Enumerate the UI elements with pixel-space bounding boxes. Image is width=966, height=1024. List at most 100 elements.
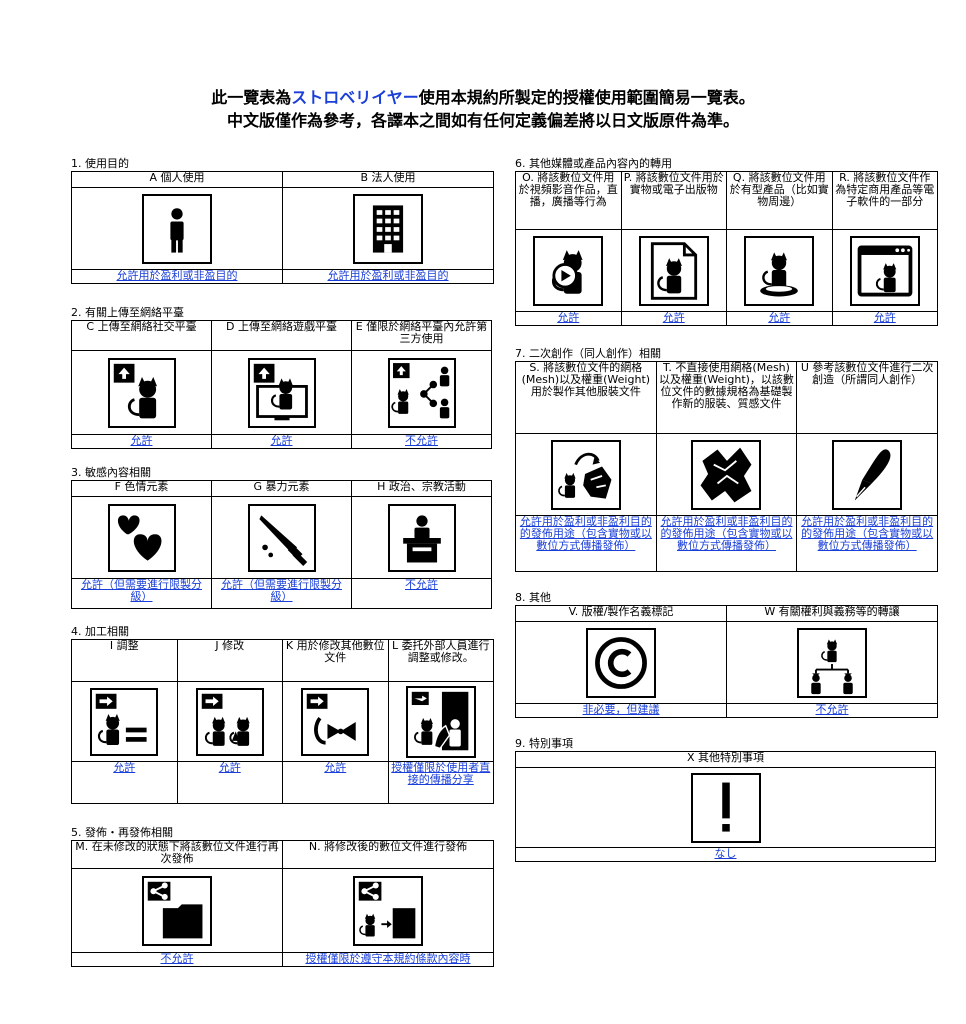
- section-label: 9. 特別事項: [515, 737, 573, 750]
- col-title-w: W 有關權利與義務等的轉讓: [726, 605, 938, 622]
- col-title-v: V. 版權/製作名義標記: [515, 605, 727, 622]
- result-x: なし: [515, 847, 936, 862]
- col-title-e: E 僅限於網絡平臺內允許第三方使用: [351, 320, 492, 351]
- processing-table: I 調整 J 修改 K 用於修改其他數位文件 L 委托外部人員進行調整或修改。: [71, 639, 494, 804]
- adjust-icon: [90, 687, 159, 756]
- section-other: 8. 其他 V. 版權/製作名義標記 W 有關權利與義務等的轉讓 非必要，但建議…: [515, 591, 938, 718]
- distribute-modified-icon: [353, 875, 423, 946]
- col-title-l: L 委托外部人員進行調整或修改。: [387, 639, 494, 682]
- result-h: 不允許: [351, 578, 492, 609]
- result-c: 允許: [71, 434, 212, 449]
- modify-icon: [195, 687, 264, 756]
- merchandise-icon: [744, 235, 815, 306]
- transfer-icon: [797, 627, 867, 698]
- title-text-b: 使用本規約所製定的授權使用範圍簡易一覽表。: [418, 88, 755, 107]
- usage-purpose-table: A 個人使用 B 法人使用 允許用於盈利或非盈目的 允許用於盈利或非盈目的: [71, 171, 494, 284]
- distribution-table: M. 在未修改的狀態下將該數位文件進行再次發佈 N. 將修改後的數位文件進行發佈…: [71, 840, 494, 967]
- col-title-q: Q. 將該數位文件用於有型產品（比如實物周邊）: [726, 171, 833, 230]
- result-g: 允許（但需要進行限製分級）: [211, 578, 352, 609]
- result-k: 允許: [282, 761, 389, 804]
- result-a: 允許用於盈利或非盈目的: [71, 269, 283, 284]
- section-upload-platform: 2. 有關上傳至網絡平臺 C 上傳至網絡社交平臺 D 上傳至網絡遊戲平臺 E 僅…: [71, 306, 492, 449]
- podium-icon: [387, 503, 456, 572]
- section-label: 3. 敏感內容相關: [71, 466, 151, 479]
- section-processing: 4. 加工相關 I 調整 J 修改 K 用於修改其他數位文件 L 委托外部人員進…: [71, 625, 494, 804]
- section-label: 4. 加工相關: [71, 625, 129, 638]
- section-label: 8. 其他: [515, 591, 551, 604]
- result-p: 允許: [620, 311, 727, 326]
- building-icon: [353, 193, 423, 264]
- col-title-o: O. 將該數位文件用於視頻影音作品，直播，廣播等行為: [515, 171, 622, 230]
- redistribute-icon: [142, 875, 212, 946]
- result-t: 允許用於盈利或非盈利目的的發佈用途（包含實物或以數位方式傳播發佈）: [655, 515, 798, 572]
- col-title-f: F 色情元素: [71, 480, 212, 497]
- col-title-c: C 上傳至網絡社交平臺: [71, 320, 212, 351]
- upload-platform-table: C 上傳至網絡社交平臺 D 上傳至網絡遊戲平臺 E 僅限於網絡平臺內允許第三方使…: [71, 320, 492, 449]
- hearts-icon: [107, 503, 176, 572]
- col-title-b: B 法人使用: [282, 171, 494, 188]
- col-title-i: I 調整: [71, 639, 178, 682]
- col-title-j: J 修改: [176, 639, 283, 682]
- pen-icon: [832, 439, 903, 510]
- section-sensitive-content: 3. 敏感內容相關 F 色情元素 G 暴力元素 H 政治、宗教活動: [71, 466, 492, 609]
- modify-other-icon: [301, 687, 370, 756]
- col-title-a: A 個人使用: [71, 171, 283, 188]
- mesh-clothing-icon: [550, 439, 621, 510]
- result-m: 不允許: [71, 952, 283, 967]
- page-subtitle: 中文版僅作為參考，各譯本之間如有任何定義偏差將以日文版原件為準。: [226, 111, 739, 130]
- section-label: 7. 二次創作（同人創作）相關: [515, 347, 661, 360]
- software-icon: [849, 235, 920, 306]
- section-usage-purpose: 1. 使用目的 A 個人使用 B 法人使用 允許用於盈利或非盈目的 允許用於盈利…: [71, 157, 494, 284]
- col-title-m: M. 在未修改的狀態下將該數位文件進行再次發佈: [71, 840, 283, 869]
- copyright-icon: [586, 627, 656, 698]
- col-title-p: P. 將該數位文件用於實物或電子出版物: [620, 171, 727, 230]
- result-e: 不允許: [351, 434, 492, 449]
- title-text-a: 此一覽表為: [211, 88, 292, 107]
- section-special: 9. 特別事項 X 其他特別事項 なし: [515, 737, 936, 862]
- brand-name: ストロベリイヤー: [291, 88, 419, 107]
- col-title-n: N. 將修改後的數位文件進行發佈: [282, 840, 494, 869]
- col-title-r: R. 將該數位文件作為特定商用產品等電子軟件的一部分: [831, 171, 938, 230]
- media-use-table: O. 將該數位文件用於視頻影音作品，直播，廣播等行為 P. 將該數位文件用於實物…: [515, 171, 938, 326]
- new-clothing-icon: [691, 439, 762, 510]
- sensitive-content-table: F 色情元素 G 暴力元素 H 政治、宗教活動 允許（但需要進行限: [71, 480, 492, 609]
- col-title-d: D 上傳至網絡遊戲平臺: [211, 320, 352, 351]
- other-table: V. 版權/製作名義標記 W 有關權利與義務等的轉讓 非必要，但建議 不允許: [515, 605, 938, 718]
- video-icon: [533, 235, 604, 306]
- section-media-use: 6. 其他媒體或產品內容內的轉用 O. 將該數位文件用於視頻影音作品，直播，廣播…: [515, 157, 938, 326]
- result-d: 允許: [211, 434, 352, 449]
- section-derivative: 7. 二次創作（同人創作）相關 S. 將該數位文件的網格(Mesh)以及權重(W…: [515, 347, 938, 572]
- special-table: X 其他特別事項 なし: [515, 751, 936, 862]
- publication-icon: [638, 235, 709, 306]
- person-icon: [142, 193, 212, 264]
- page-title: 此一覽表為ストロベリイヤー使用本規約所製定的授權使用範圍簡易一覽表。: [0, 84, 966, 108]
- result-s: 允許用於盈利或非盈利目的的發佈用途（包含實物或以數位方式傳播發佈）: [515, 515, 657, 572]
- section-distribution: 5. 發佈・再發佈相關 M. 在未修改的狀態下將該數位文件進行再次發佈 N. 將…: [71, 826, 494, 967]
- outsource-icon: [405, 685, 476, 758]
- col-title-h: H 政治、宗教活動: [351, 480, 492, 497]
- result-o: 允許: [515, 311, 622, 326]
- result-f: 允許（但需要進行限製分級）: [71, 578, 212, 609]
- col-title-k: K 用於修改其他數位文件: [282, 639, 389, 682]
- exclamation-icon: [690, 772, 761, 843]
- col-title-u: U 參考該數位文件進行二次創造（所謂同人創作）: [796, 361, 938, 434]
- result-u: 允許用於盈利或非盈利目的的發佈用途（包含實物或以數位方式傳播發佈）: [796, 515, 938, 572]
- result-n: 授權僅限於遵守本規約條款內容時: [282, 952, 494, 967]
- derivative-table: S. 將該數位文件的網格(Mesh)以及權重(Weight)用於製作其他服裝文件…: [515, 361, 938, 572]
- result-i: 允許: [71, 761, 178, 804]
- col-title-g: G 暴力元素: [211, 480, 352, 497]
- knife-icon: [247, 503, 316, 572]
- section-label: 1. 使用目的: [71, 157, 129, 170]
- result-q: 允許: [726, 311, 833, 326]
- result-v: 非必要，但建議: [515, 703, 727, 718]
- section-label: 5. 發佈・再發佈相關: [71, 826, 173, 839]
- section-label: 6. 其他媒體或產品內容內的轉用: [515, 157, 672, 170]
- upload-social-icon: [107, 357, 176, 428]
- upload-game-icon: [247, 357, 316, 428]
- col-title-x: X 其他特別事項: [515, 751, 936, 768]
- col-title-t: T. 不直接使用網格(Mesh)以及權重(Weight)，以該數位文件的數據規格…: [655, 361, 798, 434]
- result-j: 允許: [176, 761, 283, 804]
- col-title-s: S. 將該數位文件的網格(Mesh)以及權重(Weight)用於製作其他服裝文件: [515, 361, 657, 434]
- section-label: 2. 有關上傳至網絡平臺: [71, 306, 184, 319]
- share-third-party-icon: [387, 357, 456, 428]
